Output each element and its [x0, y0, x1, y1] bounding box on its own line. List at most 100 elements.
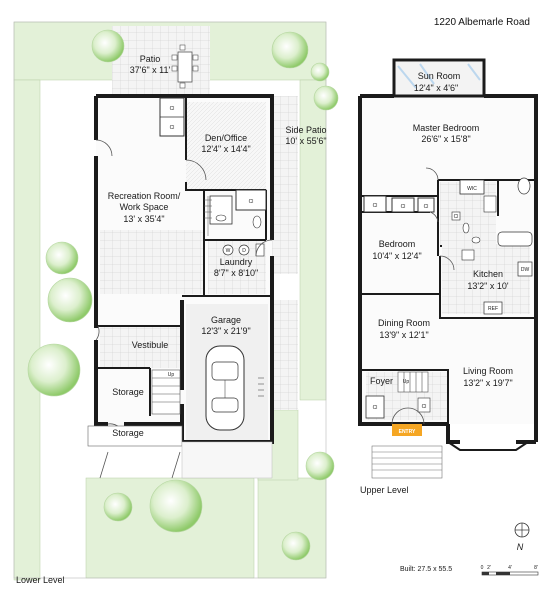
built-size: Built: 27.5 x 55.5 [400, 566, 452, 573]
tree-icon [91, 29, 125, 63]
front-lawn-right [257, 477, 327, 579]
kitchen-label: Kitchen [473, 269, 503, 279]
closet-label: Cl [424, 204, 429, 210]
tree-icon [149, 479, 203, 533]
foyer-label: Foyer [370, 376, 393, 386]
side-patio-floor [272, 96, 298, 274]
right-lawn [299, 79, 327, 401]
lower-bath [209, 195, 233, 225]
tree-icon [271, 31, 309, 69]
garage-label: Garage [211, 315, 241, 325]
rec-room-label: Recreation Room/ [108, 191, 181, 201]
closet-label: Cl [373, 405, 378, 411]
closet-label: Cl [170, 106, 175, 112]
rec-room-dims: 13' x 35'4" [123, 214, 164, 224]
dishwasher-label: DW [521, 267, 530, 273]
den-floor [186, 102, 266, 190]
dining-room-dims: 13'9" x 12'1" [379, 330, 428, 340]
closet-label: Cl [249, 199, 254, 205]
stairs-up-label: Up [403, 379, 410, 385]
living-room-dims: 13'2" x 19'7" [463, 378, 512, 388]
rec-tile-floor [100, 230, 204, 294]
entry-badge [392, 424, 422, 436]
master-bedroom-label: Master Bedroom [413, 123, 480, 133]
upper-level-plan: Cl Cl Cl WIC Cl DW REF Cl Up Cl [358, 58, 538, 495]
north-label: N [517, 542, 524, 552]
kitchen-dims: 13'2" x 10' [467, 281, 508, 291]
address-title: 1220 Albemarle Road [434, 17, 530, 28]
laundry-label: Laundry [220, 257, 253, 267]
vestibule-floor [100, 326, 184, 368]
sink-icon [215, 214, 227, 222]
den-dims: 12'4" x 14'4" [201, 144, 250, 154]
vestibule-label: Vestibule [132, 340, 169, 350]
svg-text:W: W [226, 248, 231, 254]
sun-room-windows [392, 58, 486, 98]
dryer-icon [238, 244, 250, 256]
upper-exterior-walls [358, 94, 538, 444]
left-lawn [13, 79, 41, 581]
car-icon [205, 345, 245, 431]
closet-label: Cl [454, 214, 459, 220]
den-stairs [204, 196, 212, 236]
sun-room-label: Sun Room [418, 71, 461, 81]
storage-label: Storage [112, 387, 144, 397]
den-label: Den/Office [205, 133, 247, 143]
scale-tick: 2' [487, 565, 491, 571]
sink-icon [471, 236, 481, 244]
storage-outer-label: Storage [112, 428, 144, 438]
side-walk [272, 300, 298, 410]
lower-level-plan: Cl Cl Cl W D [13, 21, 339, 585]
tree-icon [313, 85, 339, 111]
wic-label: WIC [467, 186, 477, 192]
upper-stairs [397, 371, 429, 393]
side-patio-label: Side Patio [285, 125, 326, 135]
toilet-icon [252, 215, 262, 229]
bedroom-dims: 10'4" x 12'4" [372, 251, 421, 261]
tree-icon [103, 492, 133, 522]
shower-icon [483, 195, 497, 213]
closet-label: Cl [422, 404, 427, 410]
closet-label: Cl [373, 203, 378, 209]
fridge-label: REF [488, 306, 498, 312]
compass-icon [514, 522, 530, 538]
bedroom-label: Bedroom [379, 239, 416, 249]
front-steps [371, 445, 443, 479]
rec-room-label-2: Work Space [120, 202, 169, 212]
lower-level-title: Lower Level [16, 575, 65, 585]
garage-dims: 12'3" x 21'9" [201, 326, 250, 336]
dining-room-label: Dining Room [378, 318, 430, 328]
scale-tick: 0 [481, 565, 484, 571]
scale-tick: 8' [534, 565, 538, 571]
tree-icon [305, 451, 335, 481]
living-room-label: Living Room [463, 366, 513, 376]
upper-level-title: Upper Level [360, 485, 409, 495]
stairs-up-label: Up [168, 372, 175, 378]
patio-dims: 37'6" x 11' [130, 65, 171, 75]
tree-icon [27, 343, 81, 397]
toilet-icon [462, 222, 470, 234]
sun-room-dims: 12'4" x 4'6" [414, 83, 458, 93]
closet-label: Cl [401, 204, 406, 210]
lower-stairs [151, 369, 181, 415]
stove-icon [461, 249, 475, 261]
svg-text:D: D [242, 248, 246, 254]
bathtub-icon [517, 177, 531, 195]
tree-icon [281, 531, 311, 561]
master-bedroom-dims: 26'6" x 15'8" [421, 134, 470, 144]
bathtub-icon [497, 231, 533, 247]
patio-table [177, 51, 193, 83]
entry-label: ENTRY [399, 429, 416, 435]
patio-label: Patio [140, 54, 161, 64]
tree-icon [45, 241, 79, 275]
laundry-dims: 8'7" x 8'10" [214, 268, 258, 278]
closet-label: Cl [170, 125, 175, 131]
tree-icon [47, 277, 93, 323]
scale-tick: 4' [508, 565, 512, 571]
scale-bar [481, 571, 539, 576]
washer-icon [222, 244, 234, 256]
side-patio-dims: 10' x 55'6" [285, 136, 326, 146]
driveway [181, 441, 273, 479]
tree-icon [310, 62, 330, 82]
